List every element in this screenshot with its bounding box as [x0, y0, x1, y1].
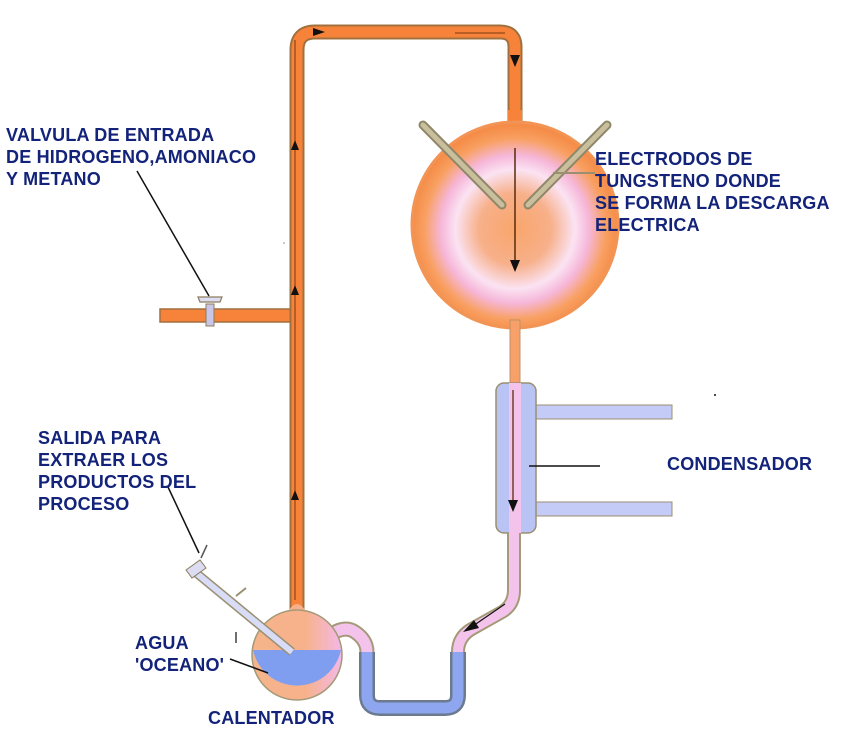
electrodes-label-line: ELECTRICA [595, 215, 700, 235]
condenser [495, 382, 673, 534]
water-leader [229, 658, 269, 674]
outlet-tube [185, 544, 295, 656]
electrodes-label-line: SE FORMA LA DESCARGA [595, 193, 830, 213]
electrodes-label-line: TUNGSTENO DONDE [595, 171, 782, 191]
valve-leader [136, 170, 210, 297]
boiling-flask [251, 604, 343, 701]
arrow-right-icon [313, 28, 325, 36]
arrow-down-icon [510, 260, 520, 272]
valve-label-line: Y METANO [6, 169, 101, 189]
main-loop-tube [289, 24, 523, 625]
water-label-line: AGUA [135, 633, 189, 653]
arrow-up-icon [291, 490, 299, 500]
inlet-tube [159, 308, 296, 323]
heater-label: CALENTADOR [208, 708, 335, 728]
arrow-up-icon [291, 140, 299, 150]
electrodes-label-line: ELECTRODOS DE [595, 149, 753, 169]
return-tube [451, 533, 521, 653]
valve-label-line: DE HIDROGENO,AMONIACO [6, 147, 257, 167]
water-label-line: 'OCEANO' [135, 655, 225, 675]
outlet-label-line: PROCESO [38, 494, 130, 514]
valve-label-line: VALVULA DE ENTRADA [6, 125, 215, 145]
arrow-up-icon [291, 285, 299, 295]
condenser-label: CONDENSADOR [667, 454, 813, 474]
u-trap [359, 652, 466, 716]
gas-valve [197, 296, 223, 327]
leader-lines [136, 170, 595, 674]
outlet-leader [167, 486, 200, 554]
arrow-down-left-icon [463, 620, 479, 632]
flow-arrows [291, 28, 520, 600]
outlet-label-line: EXTRAER LOS [38, 450, 169, 470]
arrow-down-icon [510, 55, 520, 67]
arrow-down-icon [508, 500, 518, 512]
ocean-water [253, 650, 341, 686]
outlet-label-line: SALIDA PARA [38, 428, 162, 448]
outlet-label-line: PRODUCTOS DEL [38, 472, 197, 492]
water-label: AGUA'OCEANO' [135, 632, 224, 676]
electrodes [418, 120, 612, 210]
sphere-bottom-neck [509, 319, 521, 391]
